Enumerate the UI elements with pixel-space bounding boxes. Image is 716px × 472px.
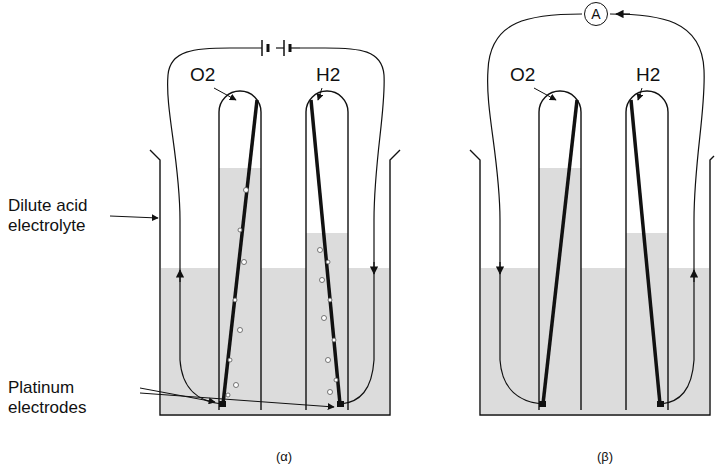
panel-label: (α) xyxy=(276,450,292,465)
ammeter-symbol: A xyxy=(584,2,608,26)
gas-label: H2 xyxy=(316,64,340,86)
electrolyte-label: Dilute acid electrolyte xyxy=(8,196,112,235)
gas-label: H2 xyxy=(636,64,660,86)
panel-label: (β) xyxy=(597,450,613,465)
meter-letter: A xyxy=(591,6,600,22)
electrode-label: Platinum electrodes xyxy=(8,378,138,417)
gas-label: O2 xyxy=(510,64,535,86)
gas-label: O2 xyxy=(190,64,215,86)
